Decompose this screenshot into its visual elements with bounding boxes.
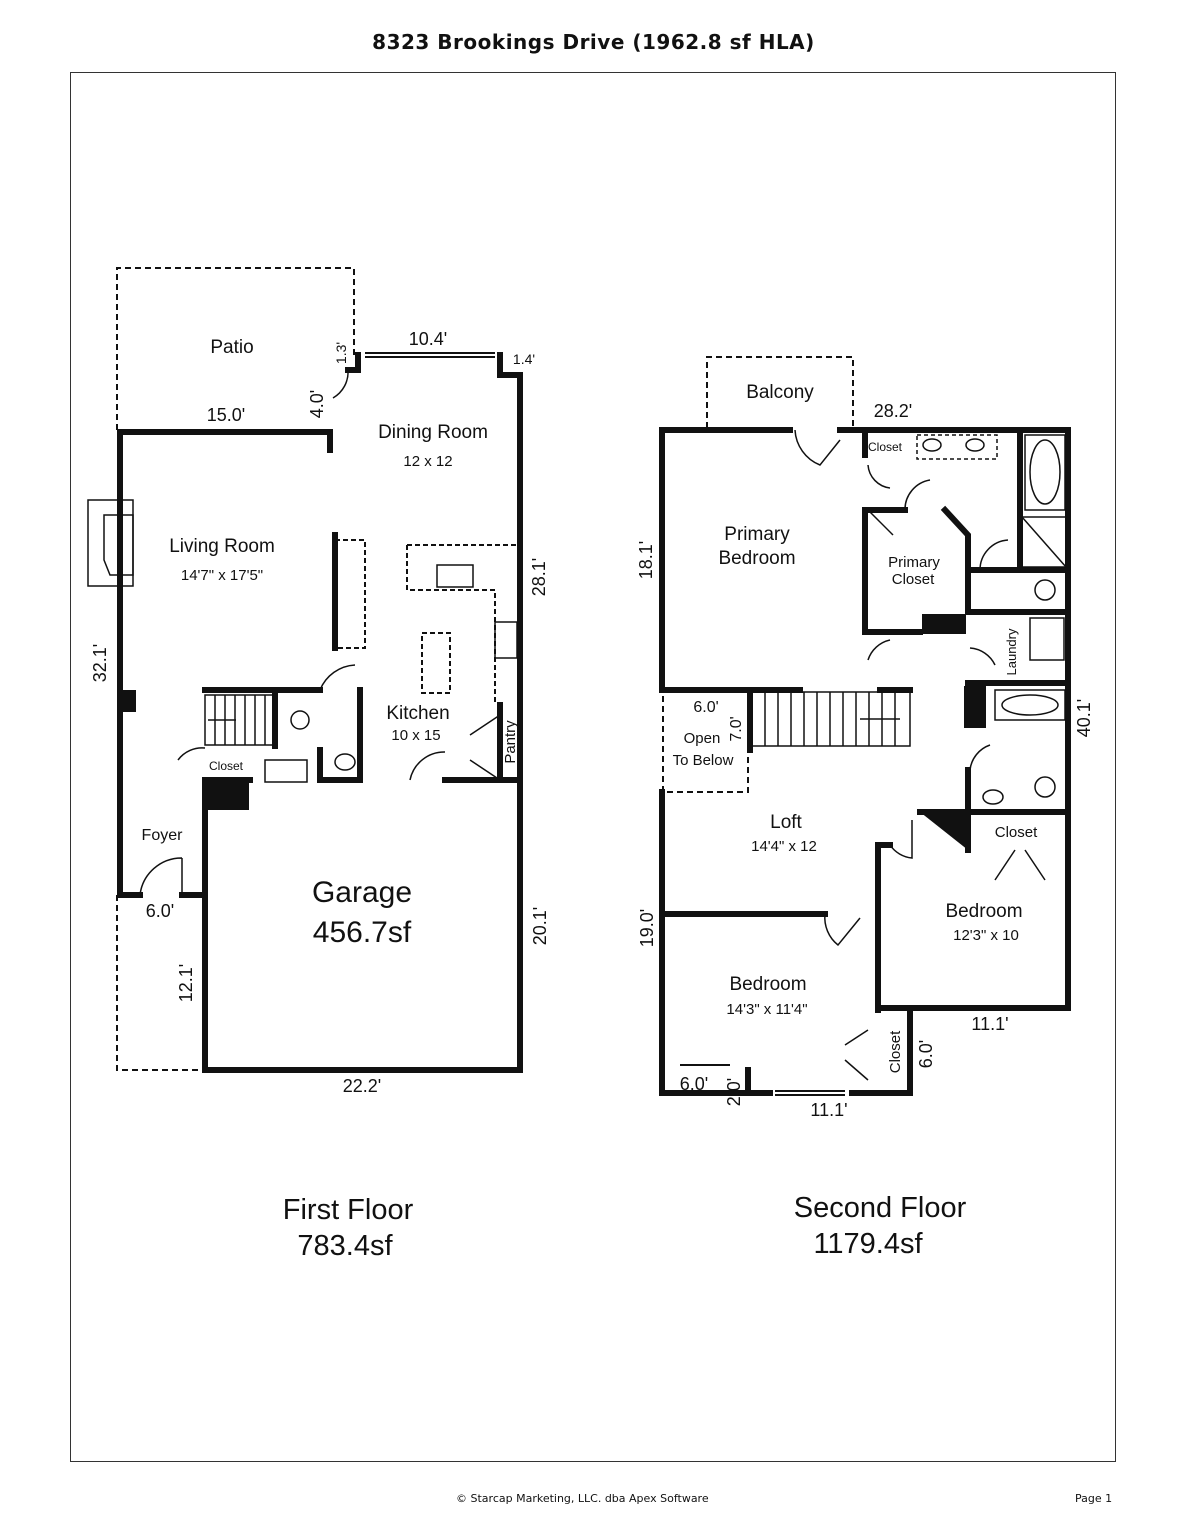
second-floor-caption: Second Floor 1179.4sf [760,1190,1000,1262]
room-label-primary-closet-2: Closet [892,571,935,588]
dim-20-1: 20.1' [530,907,550,945]
patio-outline [116,267,355,430]
toilet-icon [290,710,310,730]
room-label-laundry: Laundry [1004,628,1019,675]
bathroom-fixtures [916,434,1067,805]
room-label-primary-bedroom-1: Primary [724,524,790,545]
room-dim-loft: 14'4" x 12 [751,838,817,855]
dim-6-0: 6.0' [146,901,174,921]
first-floor-labels: Patio Dining Room 12 x 12 Living Room 14… [142,337,519,949]
sink-icon [334,753,356,771]
dim-2-0: 2.0' [724,1078,744,1106]
room-label-living: Living Room [169,536,275,557]
dim-4-0: 4.0' [307,390,327,418]
room-label-bedroom-left: Bedroom [729,974,806,995]
second-floor-dimensions: 28.2' 18.1' 6.0' 7.0' 40.1' 19.0' 11.1' … [636,401,1094,1120]
first-floor-dimensions: 10.4' 1.3' 1.4' 4.0' 15.0' 28.1' 32.1' 6… [90,329,550,1096]
room-dim-dining: 12 x 12 [403,453,452,470]
dim-1-3: 1.3' [333,342,349,364]
room-label-closet-bottom: Closet [887,1030,904,1073]
room-label-closet: Closet [209,759,244,773]
fireplace [87,499,134,587]
column-block [122,690,136,712]
cabinet-icon [264,759,308,783]
room-dim-bedroom-right: 12'3" x 10 [953,927,1019,944]
dim-40-1: 40.1' [1074,699,1094,737]
second-floor-area: 1179.4sf [813,1228,923,1260]
dim-10-4: 10.4' [409,329,447,349]
second-floor-solid-blocks [920,614,986,850]
dim-7-0: 7.0' [728,716,745,741]
dim-18-1: 18.1' [636,541,656,579]
dim-12-1: 12.1' [176,964,196,1002]
room-label-loft: Loft [770,812,802,833]
second-floor-doors [794,429,1046,1081]
dim-15-0: 15.0' [207,405,245,425]
first-floor-plan: Patio Dining Room 12 x 12 Living Room 14… [87,267,550,1096]
room-label-open: Open [684,730,721,747]
room-label-foyer: Foyer [142,827,184,844]
room-dim-kitchen: 10 x 15 [391,727,440,744]
room-label-primary-bedroom-2: Bedroom [718,548,795,569]
kitchen-counters [334,539,520,705]
room-label-balcony: Balcony [746,382,814,403]
dim-22-2: 22.2' [343,1076,381,1096]
dim-19-0: 19.0' [637,909,657,947]
room-label-garage: Garage [312,876,412,909]
porch-outline [116,895,205,1071]
dim-11-1-bottom: 11.1' [810,1100,847,1120]
room-label-pantry: Pantry [502,720,519,764]
first-floor-stairs [204,694,274,746]
dim-28-2: 28.2' [874,401,912,421]
second-floor-windows [680,427,1040,1096]
room-area-garage: 456.7sf [313,916,412,949]
page-number: Page 1 [1075,1492,1113,1505]
balcony-outline [706,356,854,428]
room-label-kitchen: Kitchen [386,703,449,724]
dim-6-0-bottom: 6.0' [680,1074,708,1094]
page-frame [70,72,1116,1462]
first-floor-name: First Floor [282,1194,414,1226]
second-floor-labels: Balcony Closet Primary Bedroom Primary C… [673,382,1039,1073]
second-floor-plan: Balcony Closet Primary Bedroom Primary C… [636,356,1094,1120]
page-title: 8323 Brookings Drive (1962.8 sf HLA) [372,30,815,54]
second-floor-stairs [751,691,911,747]
dim-6-0-open: 6.0' [693,699,718,716]
room-label-closet-top: Closet [868,440,903,454]
room-dim-bedroom-left: 14'3" x 11'4" [726,1001,807,1018]
stove [494,621,518,659]
dim-6-0-closet: 6.0' [916,1040,936,1068]
dim-32-1: 32.1' [90,644,110,682]
first-floor-area: 783.4sf [297,1230,393,1262]
first-floor-windows [128,352,505,1073]
room-label-closet-right: Closet [995,824,1038,841]
second-floor-walls [659,427,1071,1096]
room-label-to-below: To Below [673,752,734,769]
first-floor-caption: First Floor 783.4sf [248,1192,448,1264]
dim-28-1: 28.1' [529,558,549,596]
first-floor-walls [117,352,523,1073]
room-label-dining: Dining Room [378,422,488,443]
second-floor-name: Second Floor [793,1192,967,1224]
dim-1-4: 1.4' [513,351,535,367]
first-floor-doors [139,369,501,896]
room-label-bedroom-right: Bedroom [945,901,1022,922]
mechanical-block [205,780,249,810]
open-to-below-outline [662,691,749,793]
room-dim-living: 14'7" x 17'5" [181,567,263,584]
room-label-primary-closet-1: Primary [888,554,940,571]
room-label-patio: Patio [210,337,253,358]
copyright-text: © Starcap Marketing, LLC. dba Apex Softw… [456,1492,709,1505]
dim-11-1-right: 11.1' [971,1014,1008,1034]
kitchen-sink [436,564,474,588]
